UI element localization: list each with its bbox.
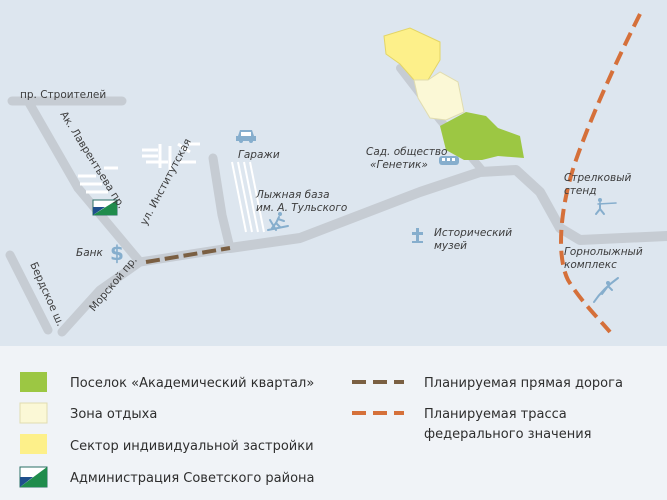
- label-ski-complex-2: комплекс: [564, 259, 617, 271]
- legend: Поселок «Академический квартал» Зона отд…: [19, 372, 623, 488]
- museum-icon: [412, 228, 423, 243]
- legend-swatch-recreation-zone: [19, 402, 48, 424]
- label-ski-base-2: им. А. Тульского: [256, 202, 347, 214]
- road-berdskoe: [5, 250, 53, 335]
- recreation-zone: [413, 71, 465, 121]
- legend-label-administration: Администрация Советского района: [70, 471, 315, 486]
- label-museum-1: Исторический: [434, 227, 512, 239]
- legend-label-recreation-zone: Зона отдыха: [70, 407, 157, 422]
- planned-federal-route: [559, 13, 642, 334]
- skier-icon: [267, 212, 289, 231]
- bus-icon: [439, 156, 459, 165]
- label-museum-2: музей: [434, 240, 467, 252]
- garage-rows: [231, 161, 265, 233]
- shooter-icon: [595, 198, 617, 215]
- street-stroiteley: пр. Строителей: [20, 89, 106, 101]
- legend-label-federal-route-1: Планируемая трасса: [424, 407, 567, 422]
- ski-jump-icon: [593, 277, 619, 303]
- planned-direct-road: [145, 246, 231, 264]
- svg-text:$: $: [110, 241, 124, 265]
- administration-flag-icon: [92, 199, 118, 216]
- legend-label-academic-quarter: Поселок «Академический квартал»: [70, 376, 314, 391]
- label-ski-base-1: Лыжная база: [255, 189, 330, 201]
- legend-label-planned-road: Планируемая прямая дорога: [424, 376, 623, 391]
- legend-label-federal-route-2: федерального значения: [424, 427, 591, 442]
- road-main: [225, 165, 667, 253]
- label-bank: Банк: [76, 247, 104, 259]
- legend-swatch-housing-sector: [20, 434, 47, 454]
- label-ski-complex-1: Горнолыжный: [564, 246, 643, 258]
- legend-swatch-academic-quarter: [20, 372, 47, 392]
- label-garden-1: Сад. общество: [366, 146, 447, 158]
- road-institutskaya: [208, 153, 235, 253]
- legend-panel: [0, 346, 667, 500]
- label-garages: Гаражи: [238, 149, 280, 161]
- legend-swatch-administration: [19, 466, 48, 488]
- academic-quarter: [440, 112, 524, 160]
- label-shooting-1: Стрелковый: [564, 172, 632, 184]
- label-garden-2: «Генетик»: [370, 159, 428, 171]
- building-blocks: [78, 142, 200, 194]
- bank-icon: $: [110, 241, 124, 265]
- legend-label-housing-sector: Сектор индивидуальной застройки: [70, 439, 314, 454]
- car-icon: [236, 130, 256, 143]
- road-lavrentyeva: [23, 96, 145, 267]
- label-shooting-2: стенд: [564, 185, 596, 197]
